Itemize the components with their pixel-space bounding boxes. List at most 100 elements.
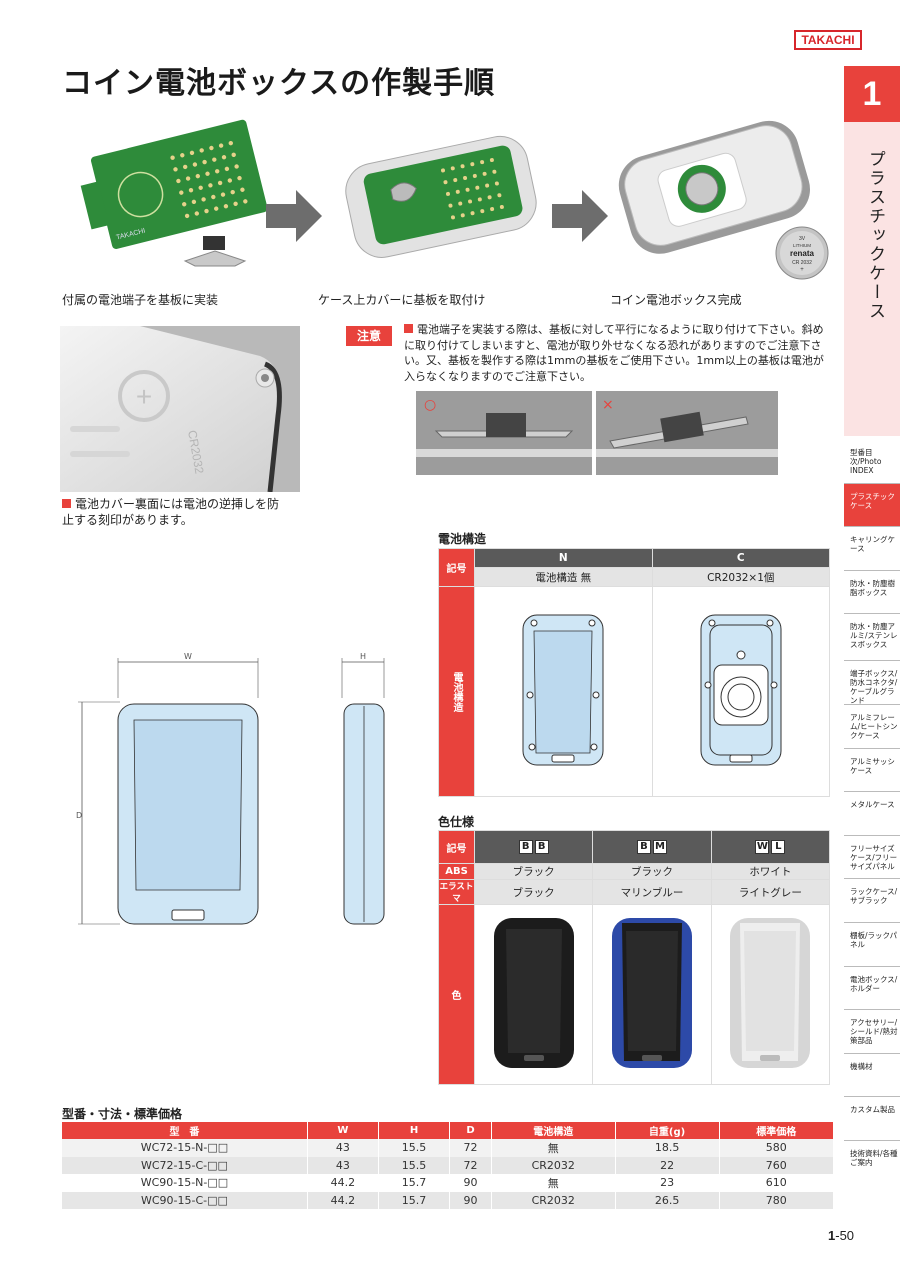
- page-title: コイン電池ボックスの作製手順: [62, 66, 496, 101]
- code-c: C: [651, 548, 830, 568]
- coin-model: CR 2032: [792, 260, 812, 266]
- nav-item[interactable]: 型番目次/Photo INDEX: [844, 440, 900, 484]
- nav-item[interactable]: ラックケース/サブラック: [844, 879, 900, 923]
- battery-structure-table: 記号 N C 電池構造 無 CR2032×1個 電池構造: [438, 548, 830, 797]
- table-cell: 44.2: [307, 1174, 379, 1192]
- table-row: WC72-15-C-□□ 43 15.5 72 CR2032 22 760: [62, 1156, 835, 1174]
- caution-note: 電池端子を実装する際は、基板に対して平行になるように取り付けて下さい。斜めに取り…: [404, 322, 832, 384]
- elastomer-color: マリンブルー: [592, 879, 712, 905]
- table-cell: 無: [491, 1139, 616, 1157]
- nav-item[interactable]: 電池ボックス/ホルダー: [844, 967, 900, 1011]
- table-cell: 90: [449, 1191, 492, 1209]
- table-cell: 15.7: [378, 1191, 451, 1209]
- table-cell: 15.7: [378, 1174, 451, 1192]
- code-label: 記号: [438, 830, 475, 864]
- nav-item[interactable]: アルミサッシケース: [844, 749, 900, 793]
- caution-text: 電池端子を実装する際は、基板に対して平行になるように取り付けて下さい。斜めに取り…: [404, 323, 824, 383]
- step-1-caption: 付属の電池端子を基板に実装: [62, 293, 219, 307]
- nav-item[interactable]: 防水・防塵アルミ/ステンレスボックス: [844, 614, 900, 662]
- table-cell: 無: [491, 1174, 616, 1192]
- elastomer-color: ライトグレー: [710, 879, 831, 905]
- coin-text: LITHIUM: [793, 243, 811, 248]
- page-chapter: 1: [828, 1228, 836, 1243]
- table-cell: 22: [615, 1156, 720, 1174]
- white-lightgray-case: [730, 918, 811, 1068]
- dim-d-label: D: [76, 811, 82, 820]
- side-navigation: 型番目次/Photo INDEX プラスチックケース キャリングケース 防水・防…: [844, 440, 900, 1185]
- table-cell: 72: [449, 1156, 492, 1174]
- black-black-case: [493, 918, 574, 1068]
- bullet-square-icon: [62, 499, 71, 508]
- table-cell: 44.2: [307, 1191, 379, 1209]
- arrow-right-icon: [552, 190, 608, 242]
- table-cell: 580: [719, 1139, 835, 1157]
- table-cell: WC72-15-N-□□: [62, 1139, 308, 1157]
- table-cell: 760: [719, 1156, 835, 1174]
- table-cell: 26.5: [615, 1191, 720, 1209]
- table-cell: WC90-15-C-□□: [62, 1191, 308, 1209]
- coin-brand: renata: [790, 249, 815, 258]
- brand-logo: TAKACHI: [794, 30, 862, 50]
- code-box: W: [755, 840, 770, 854]
- page-number: 1-50: [828, 1228, 854, 1243]
- nav-item[interactable]: 防水・防塵樹脂ボックス: [844, 571, 900, 615]
- col-header: W: [307, 1122, 379, 1139]
- abs-color: ブラック: [592, 863, 712, 880]
- page-num: -50: [835, 1228, 855, 1243]
- table-row: WC90-15-C-□□ 44.2 15.7 90 CR2032 26.5 78…: [62, 1191, 835, 1209]
- step-2-caption: ケース上カバーに基板を取付け: [318, 293, 486, 307]
- code-box: M: [652, 840, 667, 854]
- pcb-photo: TAKACHI: [80, 119, 268, 267]
- incorrect-mark: ×: [602, 397, 614, 413]
- elastomer-label: エラストマ: [438, 879, 475, 905]
- structure-c-drawing: [700, 614, 782, 766]
- coin-battery: 3V LITHIUM renata CR 2032 +: [775, 226, 829, 280]
- table-cell: CR2032: [491, 1156, 616, 1174]
- chapter-tab-label: プラスチックケース: [865, 150, 885, 321]
- nav-item[interactable]: メタルケース: [844, 792, 900, 836]
- nav-item[interactable]: キャリングケース: [844, 527, 900, 571]
- table-cell: 43: [307, 1139, 379, 1157]
- elastomer-color: ブラック: [473, 879, 594, 905]
- table-cell: CR2032: [491, 1191, 616, 1209]
- coin-sign: +: [800, 267, 804, 273]
- structure-desc: 電池構造 無: [474, 567, 653, 587]
- structure-n-drawing: [522, 614, 604, 766]
- chapter-number-tab: 1: [844, 66, 900, 122]
- nav-item[interactable]: カスタム製品: [844, 1097, 900, 1141]
- nav-item-active[interactable]: プラスチックケース: [844, 483, 900, 528]
- black-marine-case: [611, 918, 692, 1068]
- abs-label: ABS: [438, 863, 475, 880]
- color-label: 色: [438, 904, 475, 1085]
- step-3-caption: コイン電池ボックス完成: [610, 293, 742, 307]
- table-cell: 43: [307, 1156, 379, 1174]
- table-cell: WC90-15-N-□□: [62, 1174, 308, 1192]
- code-box: B: [636, 840, 651, 854]
- nav-item[interactable]: フリーサイズケース/フリーサイズパネル: [844, 836, 900, 880]
- cover-note: 電池カバー裏面には電池の逆挿しを防止する刻印があります。: [62, 496, 282, 528]
- table-cell: 780: [719, 1191, 835, 1209]
- col-header: H: [378, 1122, 451, 1139]
- price-table-heading: 型番・寸法・標準価格: [62, 1107, 183, 1121]
- structure-side-label: 電池構造: [451, 671, 462, 712]
- table-cell: 610: [719, 1174, 835, 1192]
- table-row: WC72-15-N-□□ 43 15.5 72 無 18.5 580: [62, 1139, 835, 1157]
- battery-structure-heading: 電池構造: [438, 532, 487, 546]
- finished-box-photo: 3V LITHIUM renata CR 2032 +: [618, 120, 829, 280]
- nav-item[interactable]: アルミフレーム/ヒートシンクケース: [844, 705, 900, 749]
- abs-color: ホワイト: [710, 863, 831, 880]
- nav-item[interactable]: 端子ボックス/防水コネクタ/ケーブルグランド: [844, 661, 900, 705]
- cover-engraving-photo: + CR2032: [60, 326, 300, 492]
- nav-item[interactable]: 棚板/ラックパネル: [844, 923, 900, 967]
- table-cell: 72: [449, 1139, 492, 1157]
- structure-desc: CR2032×1個: [651, 567, 830, 587]
- code-label: 記号: [438, 548, 475, 587]
- coin-text: 3V: [799, 236, 806, 242]
- nav-item[interactable]: アクセサリー/シールド/熱対策部品: [844, 1010, 900, 1054]
- table-cell: 15.5: [378, 1156, 451, 1174]
- table-cell: 90: [449, 1174, 492, 1192]
- nav-item[interactable]: 技術資料/各種ご案内: [850, 1148, 898, 1167]
- table-cell: 23: [615, 1174, 720, 1192]
- nav-item[interactable]: 機構材: [844, 1054, 900, 1098]
- table-cell: 15.5: [378, 1139, 451, 1157]
